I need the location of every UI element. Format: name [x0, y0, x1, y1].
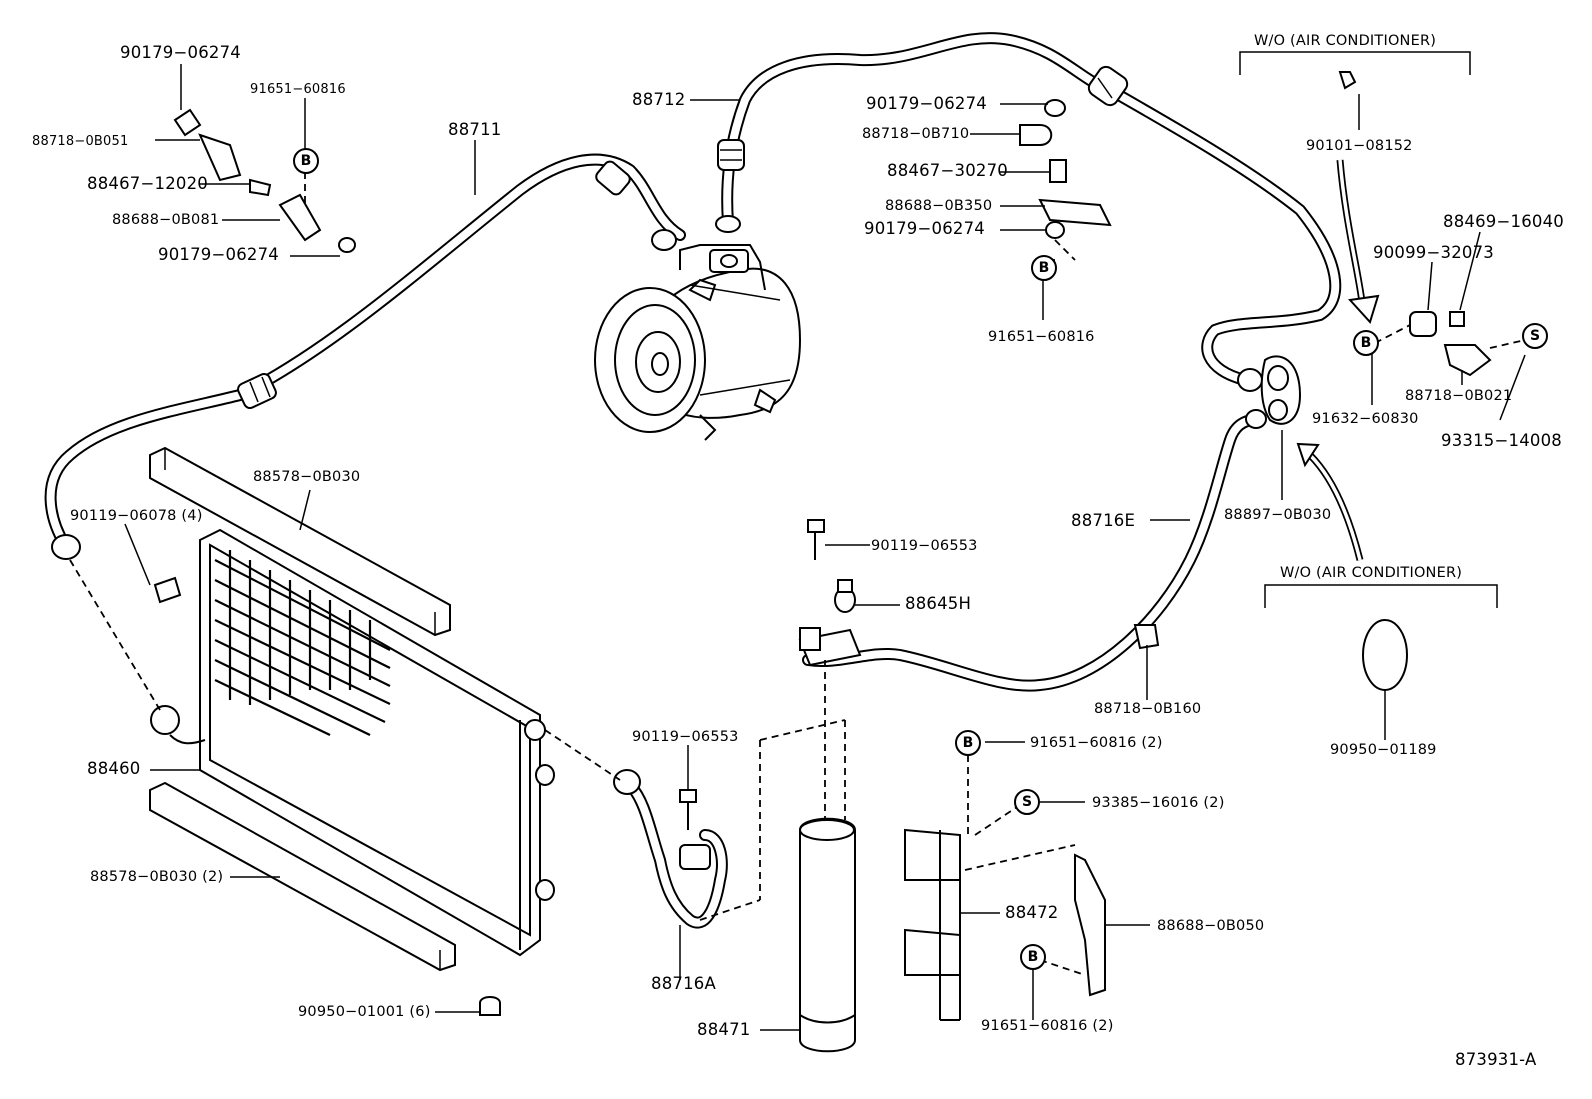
part-label-88897-0B030: 88897−0B030 [1224, 507, 1332, 523]
part-label-88460: 88460 [87, 759, 141, 778]
part-label-93315-14008: 93315−14008 [1441, 431, 1563, 450]
part-label-91632-60830: 91632−60830 [1312, 411, 1419, 427]
part-label-90179-06274-b: 90179−06274 [158, 245, 280, 264]
section-label-wo-ac-top: W/O (AIR CONDITIONER) [1254, 33, 1437, 49]
bubble-b-3: B [1353, 330, 1379, 356]
part-label-90179-06274-a: 90179−06274 [120, 43, 242, 62]
part-label-90950-01001: 90950−01001 (6) [298, 1004, 431, 1020]
bubble-b-1: B [293, 148, 319, 174]
part-label-91651-60816-c: 91651−60816 (2) [1030, 735, 1163, 751]
part-label-93385-16016: 93385−16016 (2) [1092, 795, 1225, 811]
part-label-88688-0B350: 88688−0B350 [885, 198, 993, 214]
part-label-88718-0B051: 88718−0B051 [32, 134, 129, 149]
leader-lines [124, 64, 1526, 1031]
part-label-90101-08152: 90101−08152 [1306, 138, 1413, 154]
pipe-88712 [715, 32, 1342, 392]
receiver-drier [799, 817, 856, 1053]
seal-strip-lower [149, 781, 456, 972]
part-label-90119-06553-a: 90119−06553 [871, 538, 978, 554]
part-label-88472: 88472 [1005, 903, 1059, 922]
part-label-88469-16040: 88469−16040 [1443, 212, 1565, 231]
part-label-88711: 88711 [448, 120, 502, 139]
part-label-91651-60816-a: 91651−60816 [250, 82, 346, 97]
part-label-90119-06078: 90119−06078 (4) [70, 508, 203, 524]
bubble-b-4: B [955, 730, 981, 756]
pipe-88716E [802, 409, 1267, 692]
part-label-88718-0B160: 88718−0B160 [1094, 701, 1202, 717]
part-label-88645H: 88645H [905, 594, 972, 613]
dashed-lines [69, 172, 1526, 976]
bracket-88688-0B050 [1074, 853, 1106, 997]
diagram-ref-code: 873931-A [1455, 1050, 1537, 1069]
bracket-88472 [904, 828, 961, 1021]
section-label-wo-ac-bottom: W/O (AIR CONDITIONER) [1280, 565, 1463, 581]
part-label-88467-30270: 88467−30270 [887, 161, 1009, 180]
part-label-91651-60816-b: 91651−60816 [988, 329, 1095, 345]
pipe-88716A [613, 769, 728, 929]
part-label-88578-0B030-b: 88578−0B030 (2) [90, 869, 224, 885]
pressure-block [798, 519, 862, 667]
part-label-90099-32073: 90099−32073 [1373, 243, 1495, 262]
part-label-90950-01189: 90950−01189 [1330, 742, 1437, 758]
bubble-s-1: S [1522, 323, 1548, 349]
part-label-88467-12020: 88467−12020 [87, 174, 209, 193]
seal-strip-upper [149, 446, 451, 637]
part-label-88718-0B710: 88718−0B710 [862, 126, 970, 142]
part-label-90179-06274-c: 90179−06274 [866, 94, 988, 113]
part-label-88712: 88712 [632, 90, 686, 109]
indicator-arrows [1296, 159, 1380, 561]
wo-ac-brackets [1239, 51, 1498, 608]
part-label-88716A: 88716A [651, 974, 716, 993]
bubble-b-2: B [1031, 255, 1057, 281]
part-label-88688-0B081: 88688−0B081 [112, 212, 220, 228]
part-label-90179-06274-d: 90179−06274 [864, 219, 986, 238]
part-label-91651-60816-d: 91651−60816 (2) [981, 1018, 1114, 1034]
part-label-88718-0B021: 88718−0B021 [1405, 388, 1513, 404]
part-label-88716E: 88716E [1071, 511, 1136, 530]
condenser [150, 528, 555, 957]
compressor [594, 244, 802, 441]
small-hardware [153, 71, 1492, 1016]
part-label-88578-0B030-a: 88578−0B030 [253, 469, 361, 485]
bubble-s-2: S [1014, 789, 1040, 815]
bubble-b-5: B [1020, 944, 1046, 970]
part-label-88688-0B050: 88688−0B050 [1157, 918, 1265, 934]
pipe-88711 [44, 153, 686, 560]
part-label-90119-06553-b: 90119−06553 [632, 729, 739, 745]
part-label-88471: 88471 [697, 1020, 751, 1039]
